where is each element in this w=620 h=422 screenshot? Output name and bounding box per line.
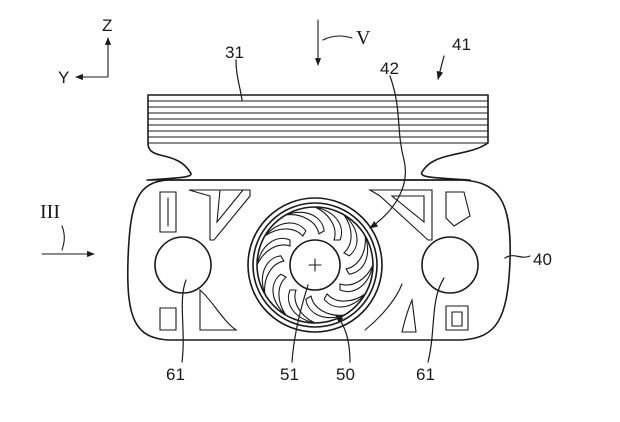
heat-sink-fins: [146, 94, 489, 181]
label-31: 31: [225, 43, 244, 62]
label-40: 40: [533, 250, 552, 269]
label-61-right: 61: [416, 365, 435, 384]
right-opening: [421, 236, 479, 294]
label-61-left: 61: [166, 365, 185, 384]
label-42: 42: [380, 59, 399, 78]
reference-numerals: 31 41 42 40 61 51 50 61: [166, 35, 552, 384]
left-opening: [154, 236, 212, 294]
fan: [247, 197, 383, 333]
label-41: 41: [452, 35, 471, 54]
view-v-label: V: [356, 27, 371, 49]
view-iii-label: III: [40, 201, 60, 223]
label-51: 51: [280, 365, 299, 384]
label-50: 50: [336, 365, 355, 384]
axis-indicator: Z Y: [58, 16, 112, 87]
view-arrow-iii: III: [40, 201, 95, 258]
fan-blades: [256, 206, 374, 324]
leader-lines: [181, 55, 531, 363]
axis-y-label: Y: [58, 68, 69, 87]
axis-z-label: Z: [102, 16, 112, 35]
view-arrow-v: V: [314, 19, 371, 66]
housing-body: [126, 179, 511, 341]
